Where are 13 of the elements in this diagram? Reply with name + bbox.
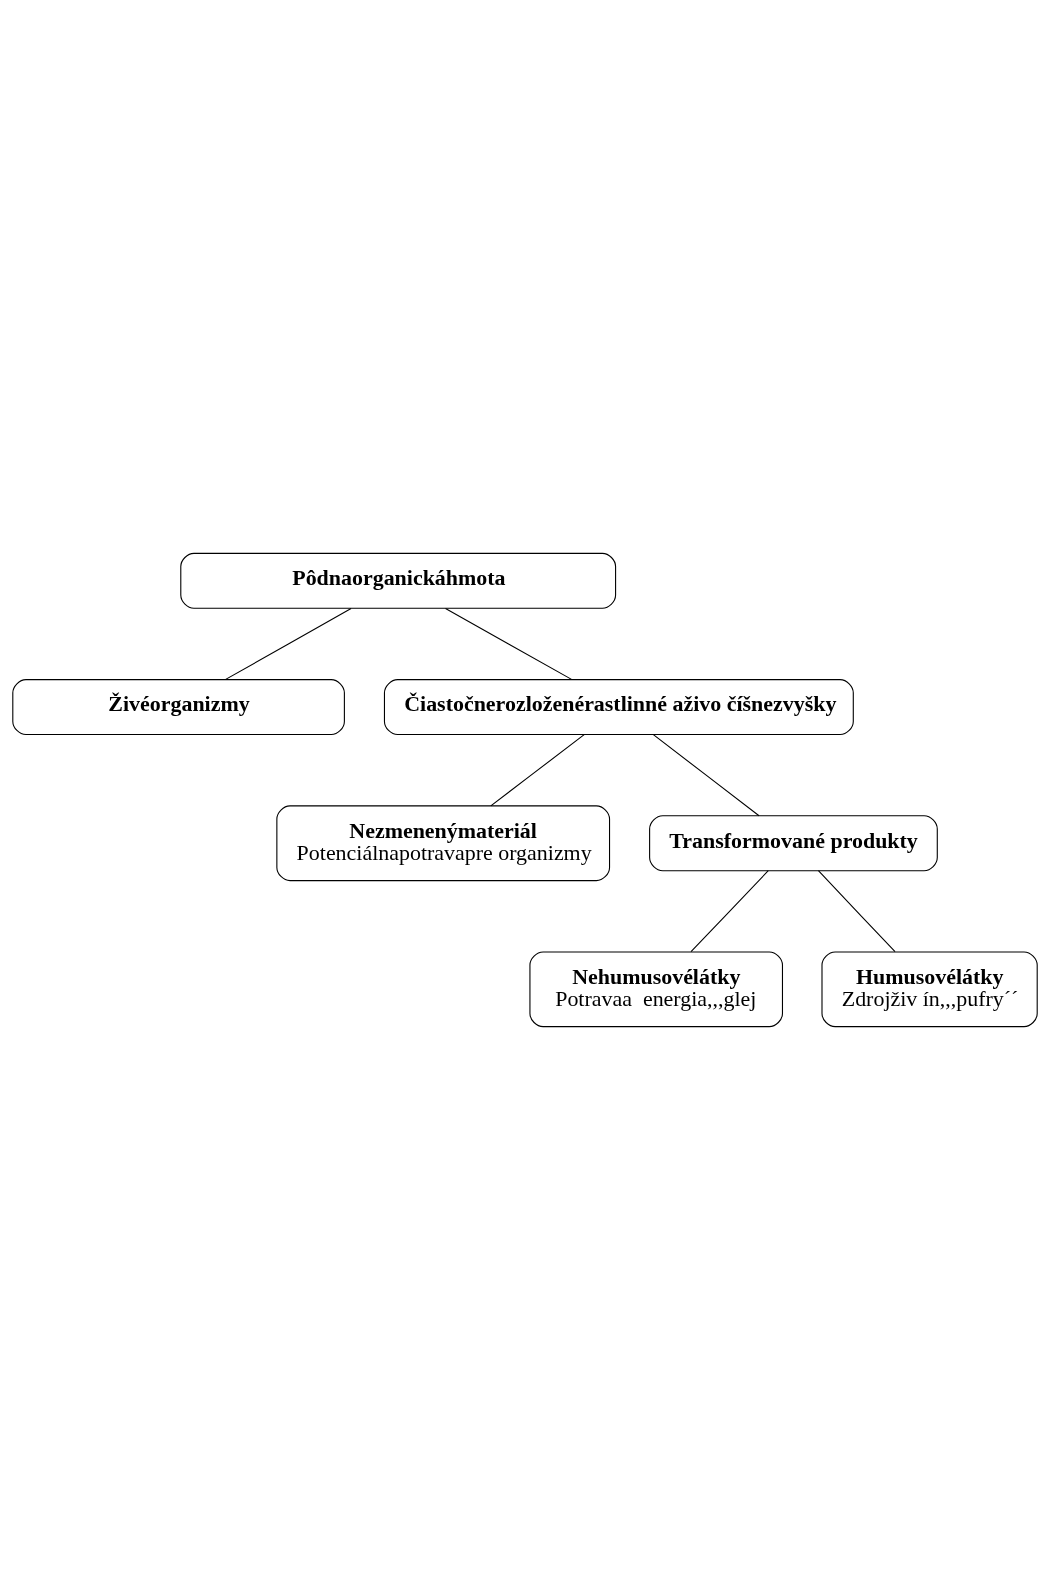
node-box: Nezmenenýmateriál Potenciálnapotravapre organizmy xyxy=(276,805,611,882)
node-box: Transformované produkty xyxy=(649,815,938,872)
node-box: Živéorganizmy xyxy=(12,679,345,736)
node-box: Nehumusovélátky Potravaa energia,,,glej xyxy=(529,951,783,1028)
connector xyxy=(652,734,760,817)
connector xyxy=(690,870,769,953)
node-box: Čiastočnerozloženérastlinné aživo číšnezvyšky xyxy=(383,679,854,736)
node-box: Humusovélátky Zdrojživ ín,,,pufry´´ xyxy=(821,951,1038,1028)
connector xyxy=(490,734,585,807)
node-box: Pôdnaorganickáhmota xyxy=(180,552,617,609)
connector xyxy=(444,608,573,681)
connector xyxy=(224,608,352,681)
connector xyxy=(817,870,896,953)
